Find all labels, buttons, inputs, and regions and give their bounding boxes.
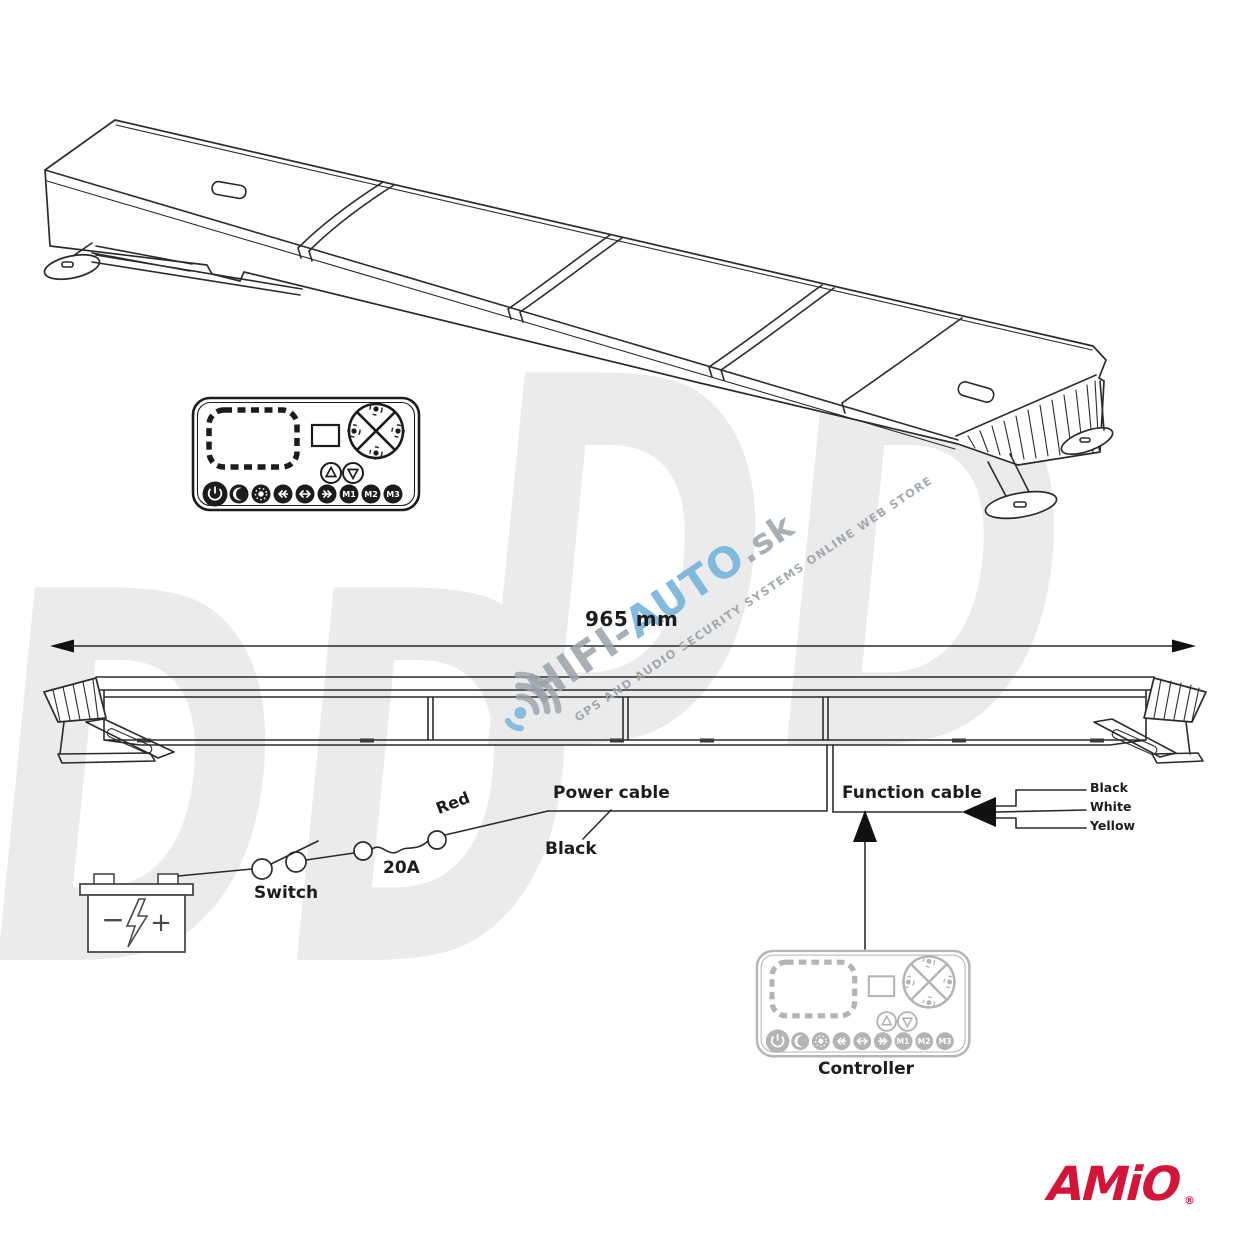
memory3-label: M3 [386,490,400,499]
lens-clips [137,738,1104,743]
battery-minus: − [101,903,124,936]
memory3-label: M3 [939,1037,952,1046]
memory2-label: M2 [364,490,378,499]
roof-slot-right [957,381,995,403]
side-foot-right [1093,718,1204,764]
battery: − + [79,873,194,953]
battery-plus: + [150,908,172,938]
memory2-label: M2 [918,1037,931,1046]
mounting-foot-right [984,380,1114,520]
amio-logo-text: AMiO [1041,1158,1186,1212]
switch-symbol [251,840,319,880]
controller-arrow [853,810,877,842]
wiring-diagram: − + [79,789,1087,953]
lightning-bolt-icon [125,898,149,948]
mounting-foot-left [43,242,303,296]
lightbar-side-view-drawing [43,639,1207,813]
dimension-arrow-right [1172,639,1196,653]
ghost-letters-row2: DD [0,485,610,1081]
registered-mark: ® [1184,1194,1195,1207]
fuse-symbol [353,830,447,861]
dimension-arrow-left [50,639,74,653]
wifi-signal-icon [504,671,562,732]
side-foot-left [57,718,175,764]
lightbar-perspective-drawing [43,119,1114,520]
function-cable-arrow [962,797,996,827]
controller-panel-bottom [757,951,969,1056]
memory1-label: M1 [342,490,356,499]
dimension-line [50,639,1196,653]
memory1-label: M1 [897,1037,910,1046]
controller-panel-top [193,398,419,510]
roof-slot-left [211,180,247,200]
amio-logo: AMiO ® [1041,1158,1195,1212]
